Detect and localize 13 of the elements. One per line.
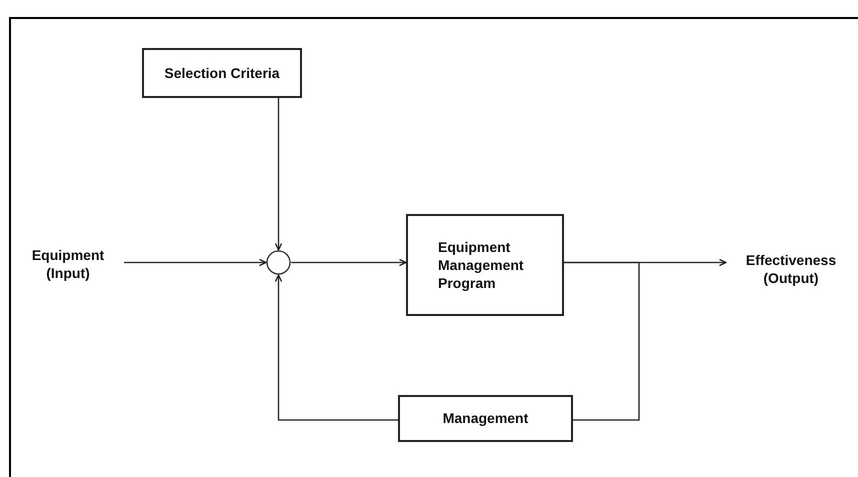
arrow	[291, 258, 407, 266]
arrow	[124, 258, 267, 266]
box-label: Management	[442, 409, 528, 428]
feedback-box	[398, 395, 573, 442]
arrow	[274, 274, 398, 421]
connector-line	[564, 262, 640, 421]
output-label: Effectiveness (Output)	[744, 250, 838, 288]
box-label: Selection Criteria	[164, 64, 280, 82]
box-label: Equipment Management Program	[438, 238, 525, 292]
process-box	[406, 214, 564, 316]
criteria-box	[142, 48, 302, 98]
arrow	[274, 98, 282, 251]
input-label: Equipment (Input)	[30, 246, 106, 282]
